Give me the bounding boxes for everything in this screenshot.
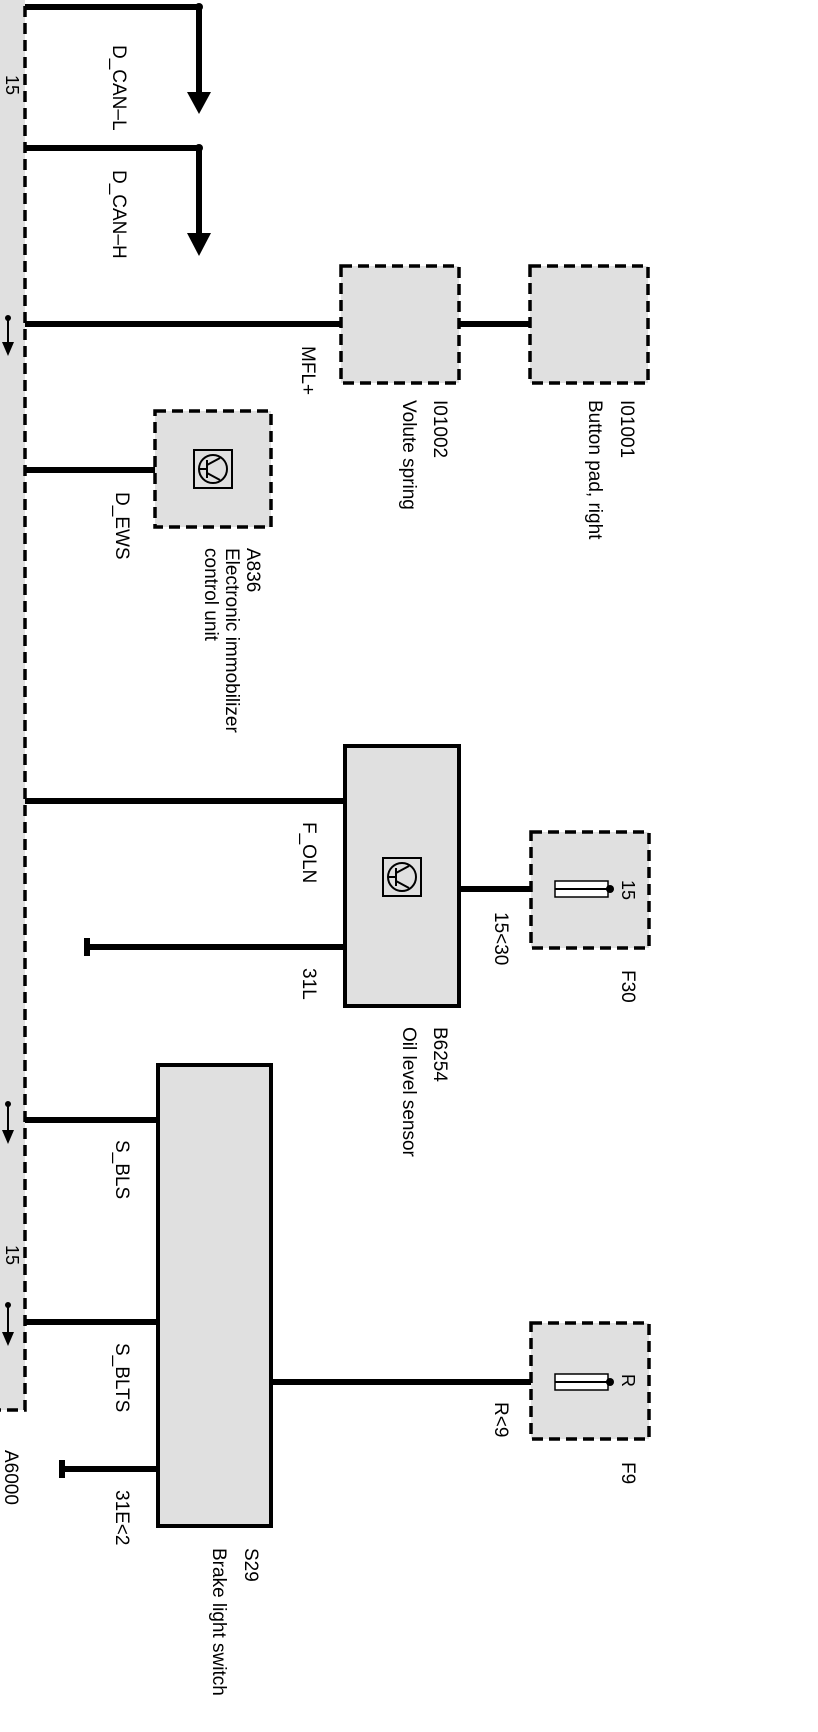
- name-a836-line1: Electronic immobilizer: [221, 548, 242, 733]
- label-d-ews: D_EWS: [111, 492, 132, 560]
- signal-mfl: MFL+: [25, 321, 341, 395]
- name-s29: Brake light switch: [208, 1548, 229, 1696]
- id-i01001: I01001: [616, 400, 637, 458]
- pin-f9: R: [618, 1374, 638, 1387]
- id-b6254: B6254: [429, 1027, 450, 1082]
- label-31e-2: 31E<2: [111, 1490, 132, 1545]
- component-f9: R F9: [529, 1321, 651, 1484]
- component-b6254: B6254 Oil level sensor: [343, 744, 461, 1158]
- component-f30: 15 F30: [529, 830, 651, 1003]
- label-s-bls: S_BLS: [111, 1140, 132, 1199]
- name-a836-line2: control unit: [200, 548, 221, 642]
- signal-31l: 31L: [84, 938, 345, 1000]
- signal-d-can-h: D_CAN–H: [25, 144, 211, 259]
- module-a6000-pin-bottom: 15: [2, 1245, 22, 1265]
- module-a6000-pin-top: 15: [2, 75, 22, 95]
- module-a6000: A6000 15 15: [0, 0, 27, 1505]
- signal-31e-2: 31E<2: [59, 1460, 158, 1545]
- label-d-can-h: D_CAN–H: [108, 170, 129, 259]
- component-i01001: I01001 Button pad, right: [528, 264, 650, 540]
- component-a836: A836 Electronic immobilizer control unit: [153, 409, 273, 733]
- label-15-30: 15<30: [490, 912, 511, 965]
- signal-s-bls: S_BLS: [25, 1117, 158, 1199]
- label-mfl: MFL+: [297, 346, 318, 395]
- bus-arrow-mfl: [2, 315, 14, 356]
- id-f9: F9: [617, 1462, 638, 1484]
- label-s-blts: S_BLTS: [111, 1343, 132, 1412]
- label-31l: 31L: [298, 968, 319, 1000]
- module-a6000-id: A6000: [0, 1450, 21, 1505]
- fuse-icon: [554, 880, 614, 898]
- transistor-icon: [382, 857, 422, 897]
- signal-d-can-l: D_CAN–L: [25, 3, 211, 131]
- name-i01001: Button pad, right: [584, 400, 605, 540]
- transistor-icon: [193, 449, 233, 489]
- label-d-can-l: D_CAN–L: [108, 45, 129, 131]
- fuse-icon: [554, 1373, 614, 1391]
- box-i01001: [528, 264, 650, 385]
- signal-f-oln: F_OLN: [25, 798, 345, 883]
- signal-r-9: R<9: [271, 1379, 555, 1437]
- id-i01002: I01002: [429, 400, 450, 458]
- component-s29: S29 Brake light switch: [156, 1063, 273, 1696]
- name-i01002: Volute spring: [398, 400, 419, 510]
- id-s29: S29: [240, 1548, 261, 1582]
- label-f-oln: F_OLN: [298, 822, 319, 883]
- bus-arrow-s-blts: [2, 1302, 14, 1346]
- name-b6254: Oil level sensor: [398, 1027, 419, 1158]
- signal-s-blts: S_BLTS: [25, 1319, 158, 1412]
- pin-f30: 15: [618, 880, 638, 900]
- module-a6000-box: [0, 0, 27, 1412]
- signal-d-ews: D_EWS: [25, 467, 155, 560]
- box-i01002: [339, 264, 461, 385]
- id-a836: A836: [242, 548, 263, 592]
- bus-arrow-s-bls: [2, 1101, 14, 1144]
- box-s29: [156, 1063, 273, 1528]
- label-r-9: R<9: [490, 1402, 511, 1437]
- id-f30: F30: [617, 970, 638, 1003]
- component-i01002: I01002 Volute spring: [339, 264, 461, 510]
